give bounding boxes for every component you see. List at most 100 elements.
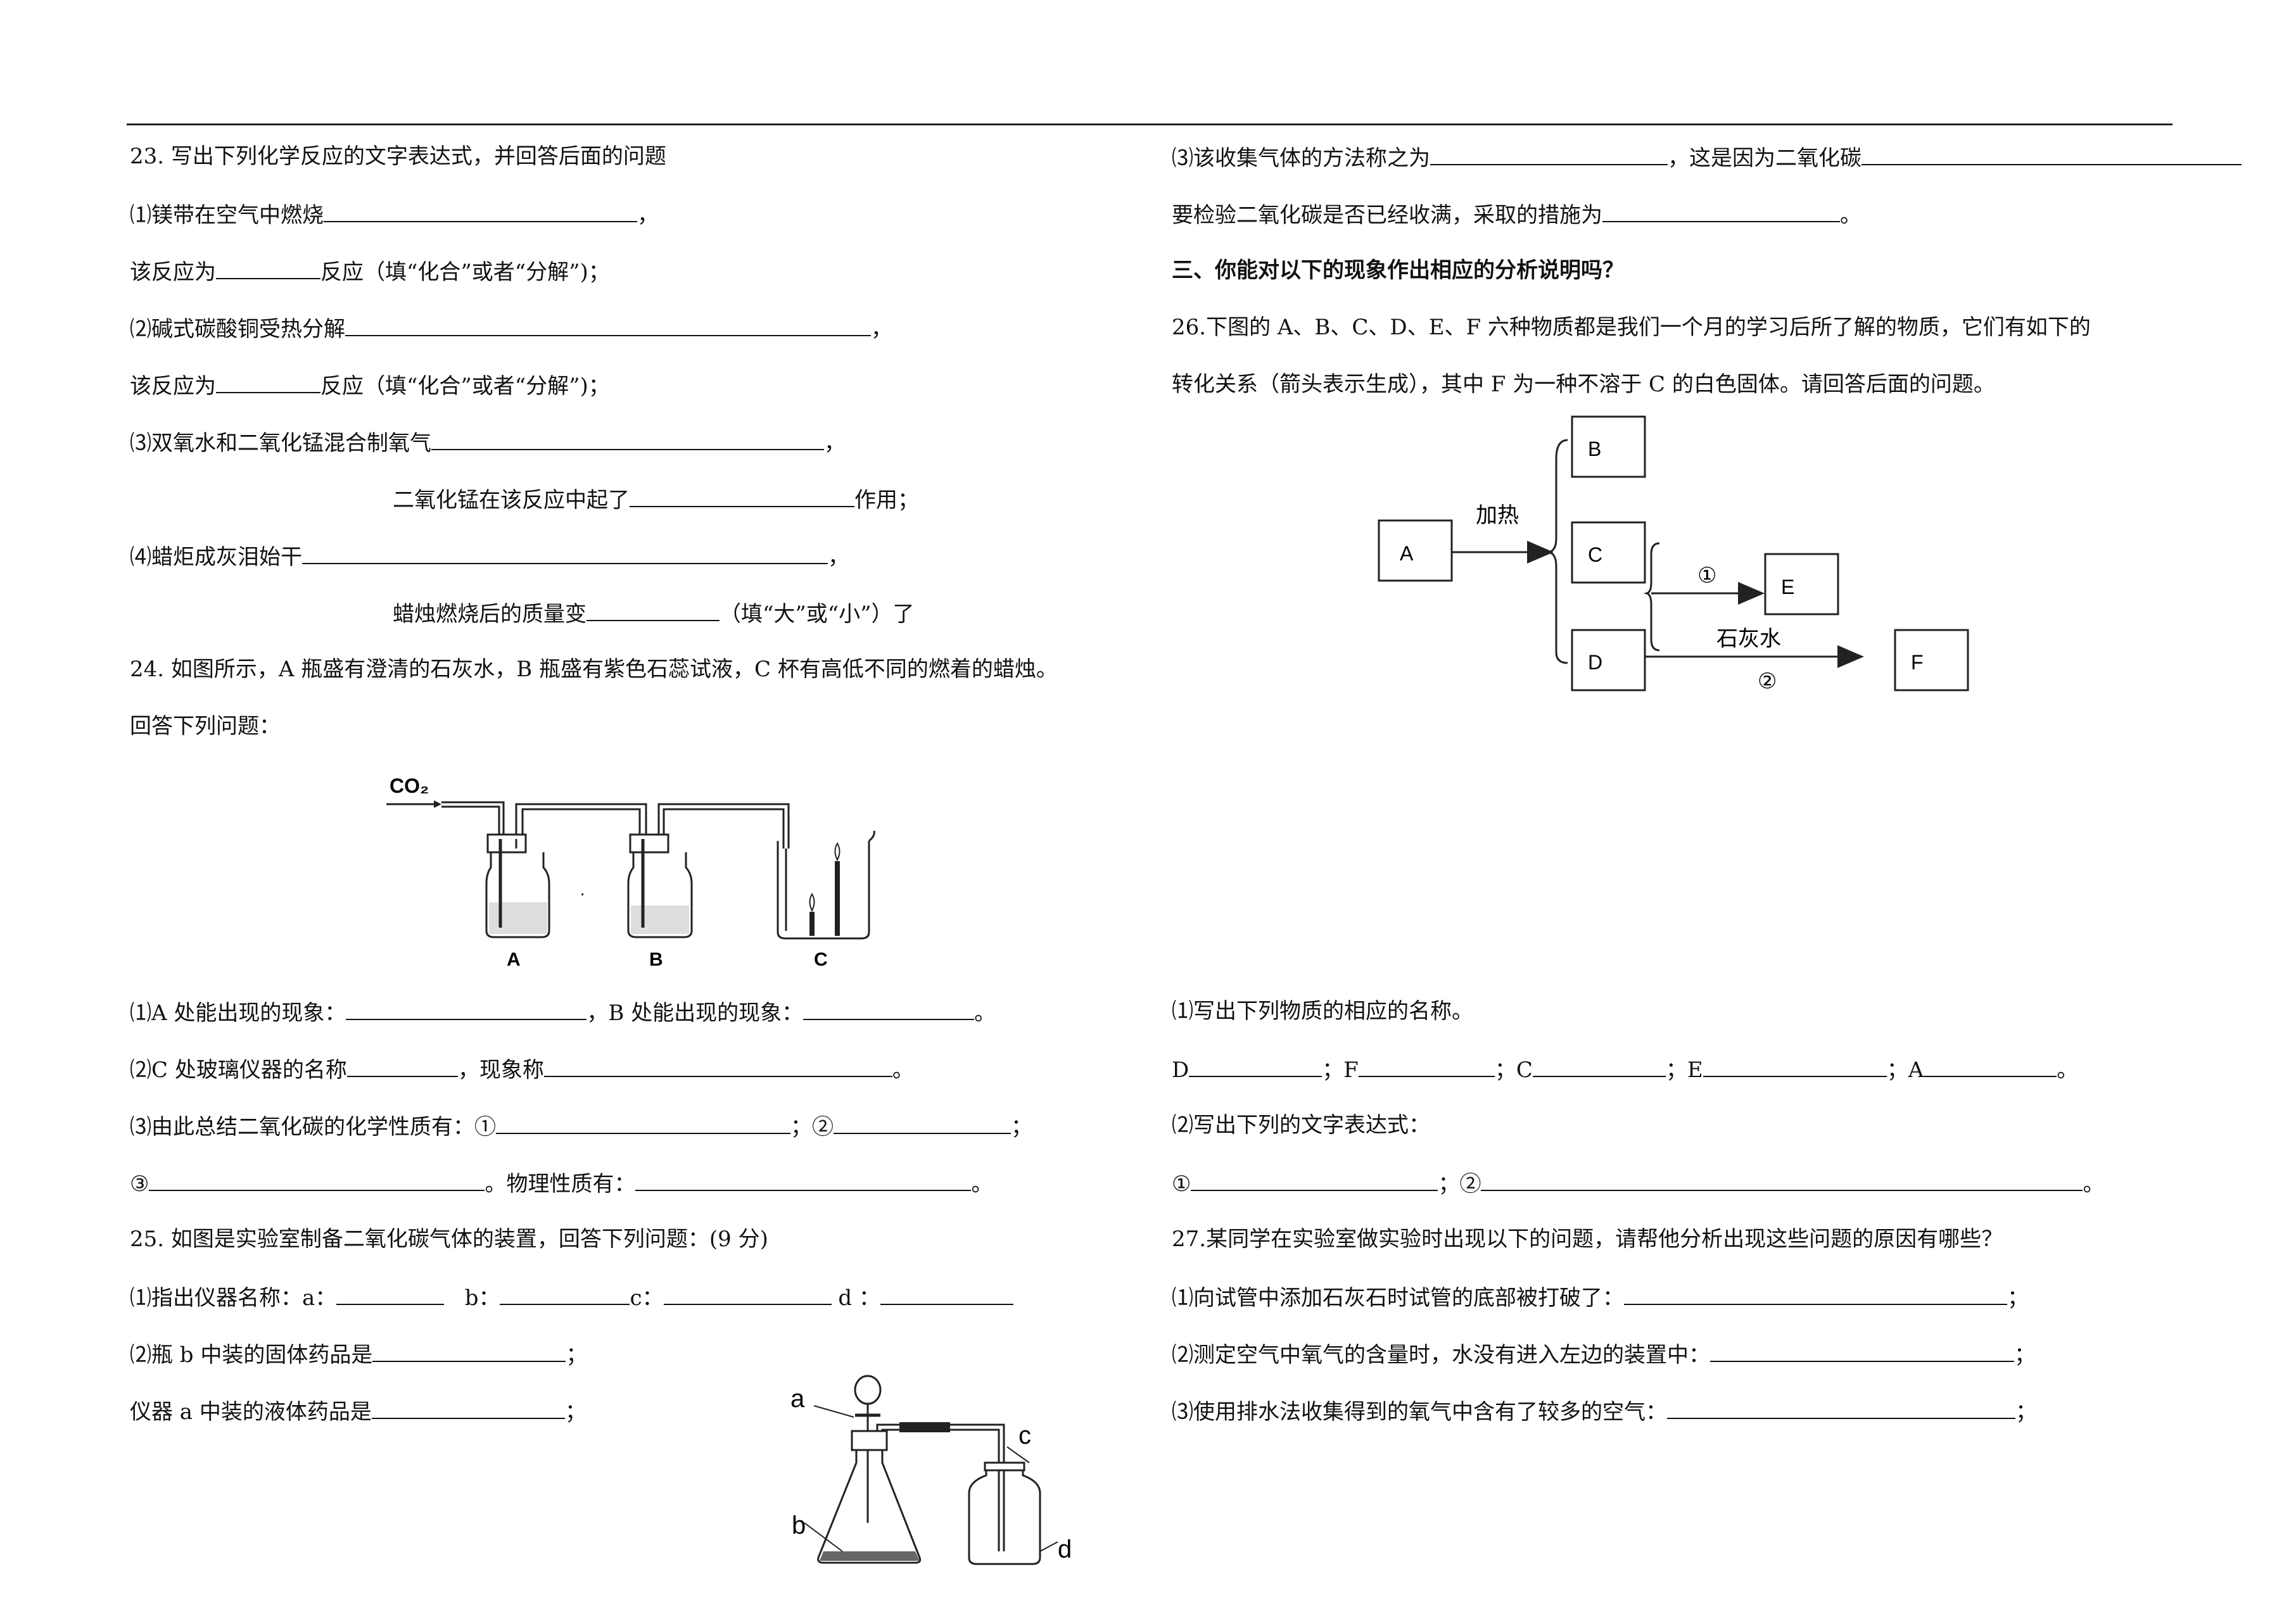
answer-blank[interactable] [1602,199,1840,222]
answer-blank[interactable] [587,598,720,621]
node-b: B [1571,415,1646,478]
answer-blank[interactable] [371,1396,565,1419]
answer-blank[interactable] [372,1339,566,1362]
answer-blank[interactable] [346,997,587,1020]
svg-text:B: B [649,949,663,970]
q23-part1: ⑴镁带在空气中燃烧， [130,199,659,229]
answer-blank[interactable] [1862,142,2242,165]
node-a: A [1378,519,1453,582]
q27-part1: ⑴向试管中添加石灰石时试管的底部被打破了：； [1172,1282,2029,1312]
brace-left [1548,439,1568,664]
brace-right [1643,542,1660,652]
q23-title: 23. 写出下列化学反应的文字表达式，并回答后面的问题 [130,144,666,169]
svg-text:C: C [1588,543,1602,566]
answer-blank[interactable] [635,1168,972,1191]
conical-flask [804,1430,922,1564]
answer-blank[interactable] [1430,142,1668,165]
q26-part1: ⑴写出下列物质的相应的名称。 [1172,999,1473,1024]
svg-text:·: · [580,883,585,903]
q25-part2: ⑵瓶 b 中装的固体药品是； [130,1339,587,1369]
answer-blank[interactable] [431,427,824,450]
top-rule [127,123,2172,125]
answer-blank[interactable] [216,256,320,279]
q26-names: D；F；C；E；A。 [1172,1054,2078,1084]
answer-blank[interactable] [496,1111,790,1134]
q23-part3-role: 二氧化锰在该反应中起了作用； [393,484,919,514]
beaker-c: C [777,830,875,970]
co2-label: CO₂ [390,774,429,797]
answer-blank[interactable] [1924,1054,2057,1077]
answer-blank[interactable] [1710,1339,2014,1362]
q24-title: 24. 如图所示，A 瓶盛有澄清的石灰水，B 瓶盛有紫色石蕊试液，C 杯有高低不… [130,657,1058,682]
q27-part3: ⑶使用排水法收集得到的氧气中含有了较多的空气：； [1172,1396,2037,1426]
svg-text:A: A [507,949,521,970]
answer-blank[interactable] [1667,1396,2015,1419]
svg-text:B: B [1588,438,1601,460]
q24-part4: ③。物理性质有：。 [130,1168,993,1198]
answer-blank[interactable] [834,1111,1011,1134]
gas-collecting-bottle [968,1446,1058,1565]
answer-blank[interactable] [803,997,975,1020]
answer-blank[interactable] [1191,1168,1438,1191]
answer-blank[interactable] [336,1282,445,1305]
q26-title-2: 转化关系（箭头表示生成），其中 F 为一种不溶于 C 的白色固体。请回答后面的问… [1172,372,1995,397]
section-3-heading: 三、你能对以下的现象作出相应的分析说明吗？ [1172,258,1624,283]
answer-blank[interactable] [663,1282,832,1305]
answer-blank[interactable] [324,199,637,222]
q26-title: 26.下图的 A、B、C、D、E、F 六种物质都是我们一个月的学习后所了解的物质… [1172,315,2091,340]
q27-part2: ⑵测定空气中氧气的含量时，水没有进入左边的装置中：； [1172,1339,2036,1369]
q23-part2-type: 该反应为反应（填“化合”或者“分解”)； [130,370,610,400]
q24-part1: ⑴A 处能出现的现象：，B 处能出现的现象：。 [130,997,996,1027]
q25-part4: ⑶该收集气体的方法称之为，这是因为二氧化碳 [1172,142,2242,172]
node-d: D [1571,629,1646,691]
svg-text:①: ① [1697,564,1716,588]
co2-apparatus-figure: CO₂ A · B [386,774,875,970]
svg-text:加热: 加热 [1476,503,1519,527]
svg-text:d: d [1058,1536,1072,1563]
answer-blank[interactable] [302,541,828,564]
q26-expressions: ①；②。 [1172,1168,2104,1198]
answer-blank[interactable] [630,484,854,507]
answer-blank[interactable] [149,1168,485,1191]
bottle-b: B [627,803,790,970]
conversion-diagram: A B C D E F 加热 ① 石灰水 ② [1378,415,1969,693]
q24-part2: ⑵C 处玻璃仪器的名称，现象称。 [130,1054,914,1084]
svg-text:石灰水: 石灰水 [1716,627,1781,651]
q23-part2: ⑵碱式碳酸铜受热分解， [130,313,892,343]
q24-part3: ⑶由此总结二氧化碳的化学性质有：①；②； [130,1111,1032,1141]
q23-part3: ⑶双氧水和二氧化锰混合制氧气， [130,427,846,457]
q25-part1: ⑴指出仪器名称：a： b：c： d ： [130,1282,1013,1312]
answer-blank[interactable] [345,313,871,336]
svg-text:A: A [1400,542,1414,565]
answer-blank[interactable] [1481,1168,2083,1191]
q23-part4-mass: 蜡烛燃烧后的质量变（填“大”或“小”）了 [393,598,915,628]
q23-part1-type: 该反应为反应（填“化合”或者“分解”)； [130,256,610,286]
svg-text:F: F [1911,651,1924,674]
answer-blank[interactable] [1532,1054,1666,1077]
answer-blank[interactable] [1189,1054,1322,1077]
answer-blank[interactable] [1624,1282,2007,1305]
q24-title-2: 回答下列问题： [130,714,281,739]
answer-blank[interactable] [500,1282,630,1305]
answer-blank[interactable] [1358,1054,1495,1077]
co2-generator-figure: a b c d [790,1375,1072,1565]
q23-part4: ⑷蜡炬成灰泪始干， [130,541,849,571]
answer-blank[interactable] [1703,1054,1887,1077]
svg-text:a: a [790,1385,805,1413]
answer-blank[interactable] [880,1282,1013,1305]
q25-part3: 仪器 a 中装的液体药品是； [130,1396,587,1426]
svg-text:C: C [814,949,828,970]
bottle-a: A [485,803,647,970]
q25-title: 25. 如图是实验室制备二氧化碳气体的装置，回答下列问题：(9 分) [130,1227,768,1252]
answer-blank[interactable] [543,1054,892,1077]
node-f: F [1894,629,1969,691]
svg-text:b: b [792,1511,806,1539]
svg-text:②: ② [1758,669,1777,693]
node-c: C [1571,521,1646,584]
svg-text:D: D [1588,651,1602,674]
answer-blank[interactable] [346,1054,458,1077]
q27-title: 27.某同学在实验室做实验时出现以下的问题，请帮他分析出现这些问题的原因有哪些？ [1172,1227,2003,1252]
answer-blank[interactable] [216,370,320,393]
svg-text:E: E [1781,576,1794,598]
svg-text:c: c [1018,1422,1031,1449]
